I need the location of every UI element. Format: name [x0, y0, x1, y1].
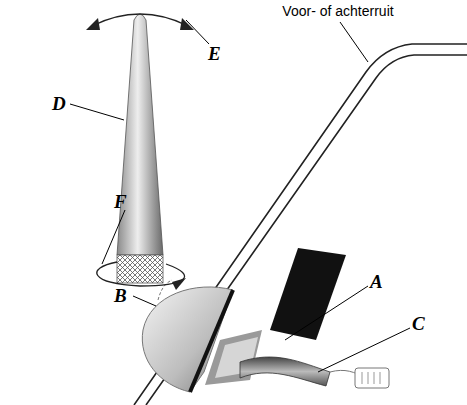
part-letter: A — [370, 272, 383, 291]
part-letter: F — [114, 192, 127, 211]
part-letter: E — [208, 44, 221, 63]
part-letter: C — [412, 314, 425, 333]
part-letter: D — [52, 94, 66, 113]
part-letter: B — [114, 286, 127, 305]
glass-label: Voor- of achterruit — [282, 4, 393, 18]
